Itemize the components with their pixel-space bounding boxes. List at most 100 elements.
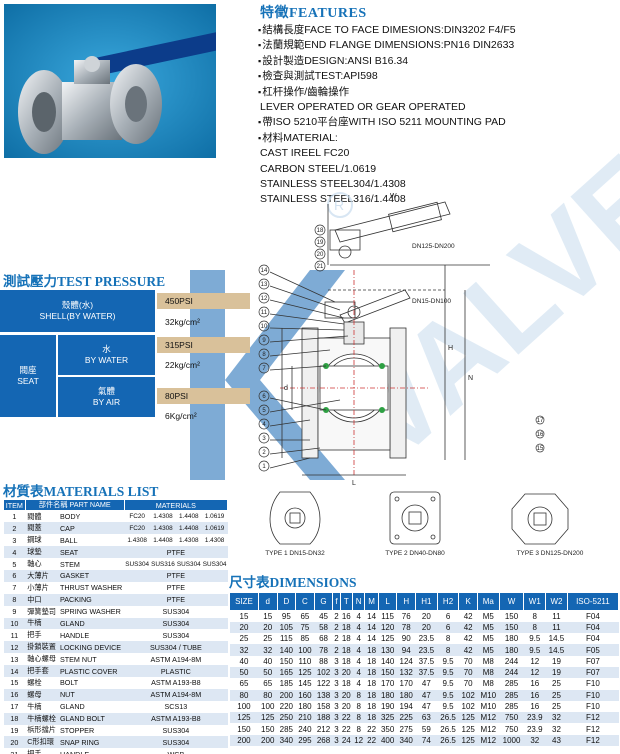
table-cell: 110 xyxy=(298,656,312,666)
table-cell: 20 xyxy=(340,666,353,679)
air-label-en: BY AIR xyxy=(92,397,121,407)
column-header: T xyxy=(339,592,354,611)
table-cell: SUS316 xyxy=(151,560,175,568)
ball-valve-photo xyxy=(4,4,216,158)
table-cell: 285 xyxy=(279,724,293,734)
table-cell: 285 xyxy=(504,702,519,712)
table-cell: SUS304 xyxy=(162,607,190,617)
table-cell: 掛鎖裝置 xyxy=(25,641,58,654)
table-cell: F07 xyxy=(586,656,600,666)
table-cell: 22 xyxy=(340,712,353,724)
column-header: H2 xyxy=(436,592,460,611)
feature-item: 檢查與測試TEST:API598 xyxy=(258,69,618,84)
table-cell: 18 xyxy=(367,702,377,712)
table-cell: 3 xyxy=(332,712,341,724)
table-cell: 牛楠螺栓 xyxy=(25,712,58,725)
table-cell: GLAND BOLT xyxy=(57,712,125,725)
table-cell: 32 xyxy=(258,644,278,656)
table-cell: 70 xyxy=(463,656,473,666)
table-cell: 130 xyxy=(378,644,397,656)
column-header: L xyxy=(377,592,398,611)
table-cell: 20 xyxy=(258,621,278,634)
table-cell: 100 xyxy=(295,644,315,656)
table-cell: 95 xyxy=(281,611,291,621)
table-cell: 1.4308 xyxy=(179,536,199,544)
callout-number: 3 xyxy=(262,436,266,442)
table-cell: M8 xyxy=(482,679,494,689)
table-cell: 32 xyxy=(545,712,568,724)
table-cell: SUS304 xyxy=(124,617,228,630)
table-cell: WCB xyxy=(124,748,227,754)
table-cell: 24 xyxy=(340,734,353,747)
type-2-label: TYPE 2 DN40-DN80 xyxy=(385,550,445,556)
table-cell: 3 xyxy=(332,689,341,701)
table-cell: 340 xyxy=(396,734,416,747)
table-cell: 43 xyxy=(545,734,568,747)
table-cell: ASTM A194-8M xyxy=(150,654,202,664)
table-cell: 18 xyxy=(364,689,379,701)
table-cell: 340 xyxy=(277,734,296,747)
table-cell: 閥體 xyxy=(27,511,42,521)
table-cell: 76 xyxy=(401,611,411,621)
callout-number: 13 xyxy=(261,282,268,288)
table-cell: 12 xyxy=(352,734,365,747)
table-cell: 19 xyxy=(545,666,568,679)
table-cell: 180 xyxy=(378,689,397,701)
table-cell: 15 xyxy=(10,678,19,688)
shell-label-cell: 殼體(水) SHELL(BY WATER) xyxy=(0,290,155,332)
table-cell: 140 xyxy=(380,656,395,666)
table-cell: 14 xyxy=(367,611,377,621)
table-cell: 150 xyxy=(378,666,397,679)
table-cell: FC20 xyxy=(129,513,145,521)
feature-item: CAST IREEL FC20 xyxy=(260,147,350,160)
column-header: C xyxy=(295,592,315,611)
table-cell: 9.5 xyxy=(437,689,459,701)
table-cell: 11 xyxy=(10,630,19,640)
table-cell: SPRING WASHER xyxy=(59,607,121,617)
table-cell: 125 xyxy=(380,634,395,644)
column-header: H xyxy=(396,592,417,611)
table-cell: 102 xyxy=(461,702,475,712)
water-kg: 22kg/cm² xyxy=(165,360,200,370)
mat-header-item: ITEM xyxy=(3,499,26,511)
table-cell: 65 xyxy=(300,611,310,621)
table-cell: 梹形擋片 xyxy=(27,725,56,735)
table-cell: 1.4408 xyxy=(175,522,202,535)
dn-mid-label: DN15-DN100 xyxy=(412,298,451,305)
table-cell: 180 xyxy=(298,702,312,712)
callout-number: 20 xyxy=(317,252,324,258)
table-cell: M5 xyxy=(482,634,494,644)
table-cell: 1.4308 xyxy=(204,536,225,544)
table-cell: 小薄片 xyxy=(27,582,49,592)
features-section: 特徵FEATURES 結構長度FACE TO FACE DIMESIONS:DI… xyxy=(258,2,618,208)
table-cell: 8 xyxy=(352,689,365,701)
table-cell: 軸心 xyxy=(27,559,42,568)
table-cell: 4 xyxy=(352,621,365,634)
table-cell: 100 xyxy=(237,702,251,712)
table-cell: 180 xyxy=(499,644,524,656)
table-cell: 80 xyxy=(258,689,278,701)
table-cell: 彈簧墊司 xyxy=(27,606,56,616)
table-cell: 鋼球 xyxy=(27,535,42,545)
table-cell: 125 xyxy=(229,712,259,724)
callout-number: 17 xyxy=(537,418,544,424)
table-cell: 9.5 xyxy=(442,702,454,712)
table-cell: HANDLE xyxy=(58,748,124,754)
product-photo xyxy=(4,4,216,158)
table-cell: M10 xyxy=(477,689,500,701)
table-cell: 18 xyxy=(341,634,351,644)
table-cell: FC20 xyxy=(124,522,151,535)
column-header: W1 xyxy=(523,592,547,611)
seat-label-en: SEAT xyxy=(17,376,39,386)
table-cell: 122 xyxy=(316,679,331,689)
